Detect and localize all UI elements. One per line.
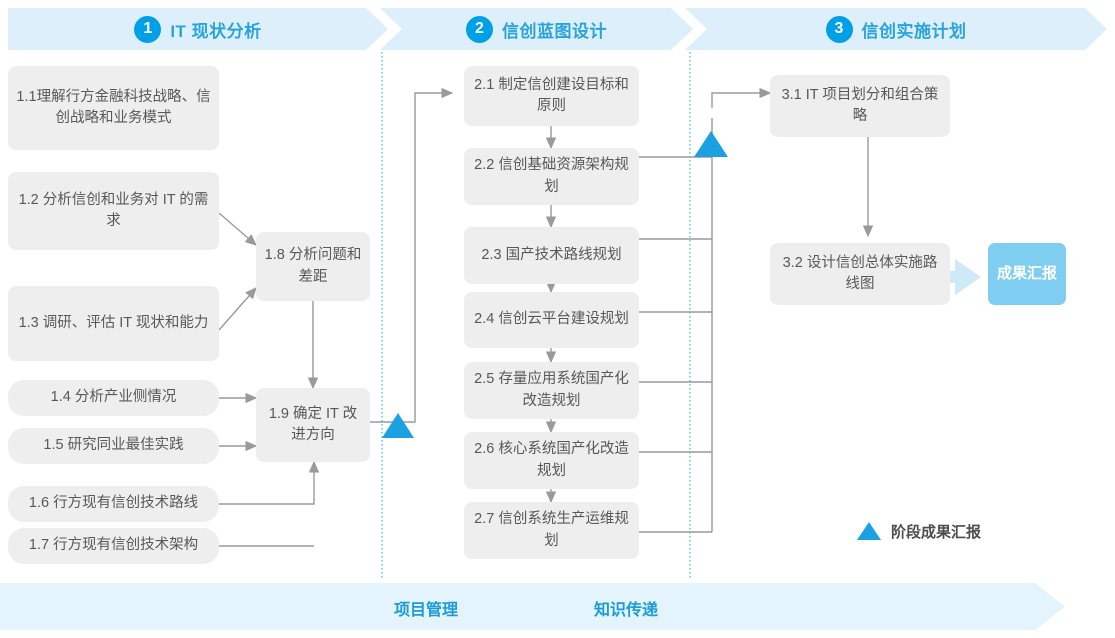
task-box-1-6[interactable]: 1.6 行方现有信创技术路线: [8, 486, 219, 522]
task-box-2-1[interactable]: 2.1 制定信创建设目标和原则: [464, 66, 639, 126]
task-box-1-1[interactable]: 1.1理解行方金融科技战略、信创战略和业务模式: [8, 66, 219, 150]
task-box-3-1[interactable]: 3.1 IT 项目划分和组合策略: [770, 75, 950, 137]
bottom-band: [0, 583, 1065, 630]
phase-title-1: IT 现状分析: [170, 21, 262, 41]
task-box-2-7[interactable]: 2.7 信创系统生产运维规划: [464, 502, 639, 559]
task-box-3-2[interactable]: 3.2 设计信创总体实施路线图: [770, 243, 950, 305]
legend-milestone: 阶段成果汇报: [856, 520, 981, 542]
task-box-2-3[interactable]: 2.3 国产技术路线规划: [464, 227, 639, 284]
task-box-1-8[interactable]: 1.8 分析问题和差距: [256, 232, 370, 301]
task-box-2-5[interactable]: 2.5 存量应用系统国产化改造规划: [464, 362, 639, 419]
phase-number-3: 3: [826, 16, 853, 43]
bottom-label-project-management: 项目管理: [394, 602, 459, 619]
phase-band-1: 1 IT 现状分析: [8, 8, 388, 50]
phase-title-3: 信创实施计划: [861, 21, 967, 41]
phase-number-1: 1: [134, 16, 161, 43]
task-box-1-9[interactable]: 1.9 确定 IT 改进方向: [256, 388, 370, 462]
phase-band-2: 2 信创蓝图设计: [380, 8, 693, 50]
task-box-1-7[interactable]: 1.7 行方现有信创技术架构: [8, 528, 219, 564]
phase-band-3: 3 信创实施计划: [685, 8, 1107, 50]
milestone-triangle-phase1: [382, 413, 414, 438]
triangle-icon: [857, 522, 881, 540]
task-box-2-4[interactable]: 2.4 信创云平台建设规划: [464, 292, 639, 348]
task-box-1-2[interactable]: 1.2 分析信创和业务对 IT 的需求: [8, 172, 219, 250]
result-badge-label: 成果汇报: [996, 264, 1057, 282]
task-box-2-2[interactable]: 2.2 信创基础资源架构规划: [464, 148, 639, 205]
bottom-label-knowledge-transfer: 知识传递: [594, 602, 659, 619]
task-box-2-6[interactable]: 2.6 核心系统国产化改造规划: [464, 432, 639, 489]
phase-title-2: 信创蓝图设计: [502, 21, 607, 41]
task-box-1-3[interactable]: 1.3 调研、评估 IT 现状和能力: [8, 286, 219, 361]
task-box-1-4[interactable]: 1.4 分析产业侧情况: [8, 380, 219, 416]
result-badge[interactable]: 成果汇报: [988, 243, 1066, 305]
legend-label: 阶段成果汇报: [891, 523, 982, 541]
milestone-triangle-phase2: [694, 131, 728, 157]
phase-number-2: 2: [466, 16, 493, 43]
task-box-1-5[interactable]: 1.5 研究同业最佳实践: [8, 428, 219, 464]
